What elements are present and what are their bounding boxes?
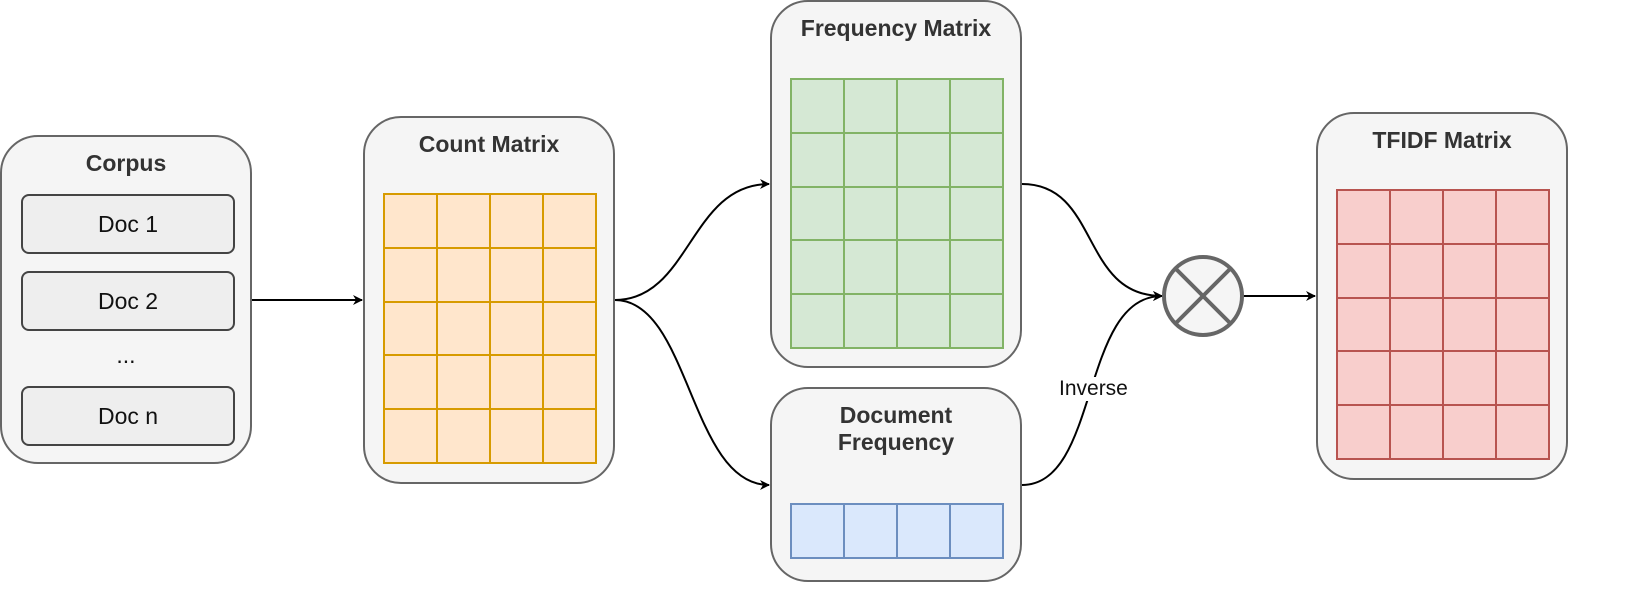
matrix-cell bbox=[1390, 243, 1443, 298]
matrix-cell bbox=[950, 504, 1003, 558]
matrix-cell bbox=[490, 247, 543, 302]
matrix-cell bbox=[791, 79, 844, 133]
matrix-cell bbox=[1443, 190, 1496, 244]
matrix-cell bbox=[897, 79, 950, 133]
matrix-cell bbox=[543, 301, 596, 356]
matrix-cell bbox=[791, 294, 844, 348]
matrix-cell bbox=[1496, 190, 1549, 244]
frequency-matrix-grid bbox=[790, 78, 1004, 349]
matrix-cell bbox=[791, 186, 844, 241]
matrix-cell bbox=[897, 504, 950, 558]
tfidf-matrix-panel: TFIDF Matrix bbox=[1316, 112, 1568, 480]
document-frequency-panel: Document Frequency bbox=[770, 387, 1022, 582]
matrix-cell bbox=[437, 409, 490, 463]
matrix-cell bbox=[437, 247, 490, 302]
multiply-icon bbox=[1162, 255, 1244, 337]
matrix-cell bbox=[1337, 297, 1390, 352]
matrix-cell bbox=[791, 240, 844, 295]
matrix-cell bbox=[1337, 190, 1390, 244]
matrix-cell bbox=[844, 504, 897, 558]
matrix-cell bbox=[490, 355, 543, 410]
matrix-cell bbox=[844, 132, 897, 187]
matrix-cell bbox=[1390, 190, 1443, 244]
matrix-cell bbox=[1496, 297, 1549, 352]
doc-box-1: Doc 1 bbox=[21, 194, 235, 254]
matrix-cell bbox=[1443, 405, 1496, 459]
count-matrix-title: Count Matrix bbox=[418, 131, 560, 157]
count-matrix-panel: Count Matrix bbox=[363, 116, 615, 484]
matrix-cell bbox=[1496, 351, 1549, 406]
document-frequency-title-line1: Document bbox=[839, 402, 953, 428]
inverse-edge-label: Inverse bbox=[1057, 377, 1130, 401]
matrix-cell bbox=[1443, 351, 1496, 406]
matrix-cell bbox=[437, 194, 490, 248]
matrix-cell bbox=[844, 240, 897, 295]
matrix-cell bbox=[384, 301, 437, 356]
matrix-cell bbox=[1496, 243, 1549, 298]
matrix-cell bbox=[791, 132, 844, 187]
matrix-cell bbox=[543, 409, 596, 463]
matrix-cell bbox=[490, 194, 543, 248]
matrix-cell bbox=[1337, 351, 1390, 406]
document-frequency-title-line2: Frequency bbox=[837, 429, 955, 455]
tfidf-matrix-grid bbox=[1336, 189, 1550, 460]
count-to-frequency-arrow bbox=[614, 179, 770, 301]
matrix-cell bbox=[791, 504, 844, 558]
matrix-cell bbox=[437, 355, 490, 410]
matrix-cell bbox=[437, 301, 490, 356]
matrix-cell bbox=[1443, 243, 1496, 298]
matrix-cell bbox=[384, 247, 437, 302]
doc-box-n: Doc n bbox=[21, 386, 235, 446]
matrix-cell bbox=[1390, 351, 1443, 406]
matrix-cell bbox=[1443, 297, 1496, 352]
tfidf-matrix-title: TFIDF Matrix bbox=[1372, 127, 1512, 153]
matrix-cell bbox=[1496, 405, 1549, 459]
matrix-cell bbox=[543, 194, 596, 248]
matrix-cell bbox=[384, 194, 437, 248]
matrix-cell bbox=[543, 355, 596, 410]
frequency-matrix-title: Frequency Matrix bbox=[800, 15, 992, 41]
matrix-cell bbox=[897, 186, 950, 241]
matrix-cell bbox=[897, 132, 950, 187]
matrix-cell bbox=[844, 79, 897, 133]
matrix-cell bbox=[1337, 243, 1390, 298]
corpus-panel: Corpus Doc 1 Doc 2 ... Doc n bbox=[0, 135, 252, 464]
corpus-title: Corpus bbox=[85, 150, 167, 176]
doc-ellipsis: ... bbox=[116, 342, 136, 368]
matrix-cell bbox=[1390, 405, 1443, 459]
matrix-cell bbox=[844, 186, 897, 241]
matrix-cell bbox=[1337, 405, 1390, 459]
matrix-cell bbox=[950, 240, 1003, 295]
matrix-cell bbox=[897, 240, 950, 295]
matrix-cell bbox=[1390, 297, 1443, 352]
matrix-cell bbox=[490, 409, 543, 463]
matrix-cell bbox=[490, 301, 543, 356]
document-frequency-grid bbox=[790, 503, 1004, 559]
frequency-to-multiply-arrow bbox=[1021, 183, 1163, 301]
matrix-cell bbox=[384, 409, 437, 463]
doc-box-2: Doc 2 bbox=[21, 271, 235, 331]
matrix-cell bbox=[950, 79, 1003, 133]
matrix-cell bbox=[897, 294, 950, 348]
matrix-cell bbox=[384, 355, 437, 410]
matrix-cell bbox=[950, 132, 1003, 187]
count-matrix-grid bbox=[383, 193, 597, 464]
matrix-cell bbox=[543, 247, 596, 302]
matrix-cell bbox=[950, 294, 1003, 348]
matrix-cell bbox=[950, 186, 1003, 241]
matrix-cell bbox=[844, 294, 897, 348]
count-to-document-frequency-arrow bbox=[614, 299, 770, 490]
frequency-matrix-panel: Frequency Matrix bbox=[770, 0, 1022, 368]
